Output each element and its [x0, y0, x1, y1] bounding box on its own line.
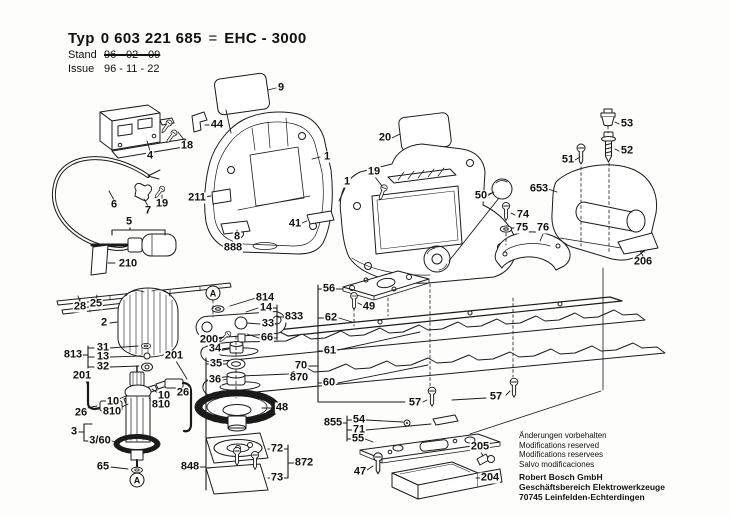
- cable-clamp-7: [134, 183, 152, 201]
- blank-tag-210: [90, 244, 109, 276]
- issue-label: Issue: [68, 63, 95, 75]
- strip-71: [432, 414, 459, 426]
- guide-bar-62: [275, 296, 623, 337]
- issue-date: 96 - 11 - 22: [104, 63, 160, 75]
- right-housing-shape: [339, 143, 517, 284]
- title-block: Typ 0 603 221 685 = EHC - 3000 Stand 96 - …: [68, 30, 307, 75]
- issue-line: Issue 96 - 11 - 22: [68, 63, 307, 75]
- grease-nipple-205: [476, 453, 495, 466]
- notice-line: Modifications reservees: [519, 450, 604, 459]
- notice-line: Modifications reserved: [519, 440, 600, 450]
- armature-3-60: [113, 365, 161, 468]
- notice-line: Änderungen vorbehalten: [519, 431, 607, 440]
- wire-assembly-right: [145, 378, 193, 433]
- type-line: Typ 0 603 221 685 = EHC - 3000: [68, 30, 307, 47]
- equals-sign: =: [208, 30, 218, 47]
- cover-strip-206: [617, 232, 659, 255]
- gear-48: [194, 389, 280, 432]
- cap-nut-53: [600, 108, 616, 127]
- gear-cover-204: [391, 461, 503, 500]
- locking-knob-50: [486, 178, 513, 200]
- elbow-fitting-44: [191, 111, 208, 133]
- hand-guard-653: [551, 164, 658, 261]
- company-line: 70745 Leinfelden-Echterdingen: [519, 492, 645, 502]
- left-housing-shape: [204, 111, 335, 255]
- ring-32: [141, 362, 153, 372]
- type-label: Typ: [68, 30, 95, 47]
- notice-line: Salvo modificaciones: [519, 459, 595, 469]
- company-line: Geschäftsbereich Elektrowerkzeuge: [519, 482, 665, 492]
- field-stator-2: [117, 287, 179, 358]
- stand-line: Stand 96 - 02 - 09: [68, 49, 307, 61]
- cord-sleeve-assembly: [90, 233, 177, 257]
- power-cord: [51, 156, 161, 251]
- stand-date: 96 - 02 - 09: [104, 49, 161, 61]
- bolt-52: [601, 131, 616, 163]
- type-number: 0 603 221 685: [100, 30, 202, 47]
- screws-73: [205, 463, 269, 495]
- section-lines: [469, 267, 604, 435]
- stand-label: Stand: [68, 49, 97, 61]
- label-pad-9: [214, 72, 270, 116]
- model-name: EHC - 3000: [224, 30, 307, 47]
- alignment-dashed-lines: [212, 125, 610, 399]
- company-line: Robert Bosch GmbH: [519, 472, 603, 482]
- bearing-ball-13: [143, 352, 151, 360]
